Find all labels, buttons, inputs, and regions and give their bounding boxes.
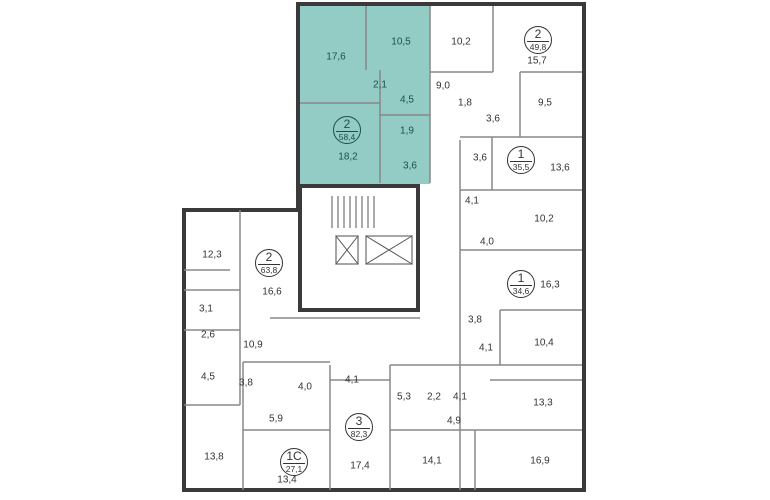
apartment-area: 27,1 <box>283 463 305 474</box>
apartment-area: 58,4 <box>336 131 358 142</box>
room-area: 3,6 <box>473 152 487 164</box>
room-area: 1,9 <box>400 125 414 137</box>
room-area: 13,6 <box>550 162 570 174</box>
apartment-area: 82,3 <box>348 428 370 439</box>
room-count: 1 <box>517 271 525 285</box>
room-area: 4,0 <box>480 236 494 248</box>
room-area: 15,7 <box>527 55 547 67</box>
apartment-area: 49,8 <box>527 41 549 52</box>
apartment-area: 35,5 <box>510 161 532 172</box>
room-area: 16,9 <box>530 455 550 467</box>
room-area: 2,6 <box>201 329 215 341</box>
room-area: 9,5 <box>538 97 552 109</box>
room-area: 10,5 <box>391 36 411 48</box>
room-area: 3,1 <box>199 303 213 315</box>
inner-walls <box>184 6 582 490</box>
room-area: 18,2 <box>338 151 358 163</box>
room-area: 4,9 <box>447 415 461 427</box>
room-area: 17,4 <box>350 460 370 472</box>
highlighted-apartment-fill[interactable] <box>300 6 430 184</box>
room-count: 2 <box>343 117 351 131</box>
room-area: 13,4 <box>277 474 297 486</box>
room-area: 2,2 <box>427 391 441 403</box>
room-area: 14,1 <box>422 455 442 467</box>
room-area: 3,6 <box>486 113 500 125</box>
room-area: 13,3 <box>533 397 553 409</box>
room-area: 10,9 <box>243 339 263 351</box>
room-area: 4,5 <box>400 94 414 106</box>
room-count: 2 <box>534 27 542 41</box>
room-count: 1С <box>286 449 302 463</box>
room-area: 1,8 <box>458 97 472 109</box>
room-area: 9,0 <box>436 80 450 92</box>
room-area: 3,6 <box>403 160 417 172</box>
room-area: 10,4 <box>534 337 554 349</box>
apartment-area: 63,8 <box>258 264 280 275</box>
room-area: 3,8 <box>239 377 253 389</box>
room-area: 4,1 <box>465 195 479 207</box>
room-area: 2,1 <box>373 79 387 91</box>
room-area: 16,3 <box>540 279 560 291</box>
apartment-area: 34,6 <box>510 285 532 296</box>
room-area: 10,2 <box>451 36 471 48</box>
room-count: 2 <box>265 250 273 264</box>
room-area: 4,1 <box>479 342 493 354</box>
room-count: 3 <box>355 414 363 428</box>
room-area: 4,1 <box>345 374 359 386</box>
room-area: 3,8 <box>468 314 482 326</box>
room-area: 10,2 <box>534 213 554 225</box>
room-area: 17,6 <box>326 51 346 63</box>
room-area: 16,6 <box>262 286 282 298</box>
room-area: 12,3 <box>202 249 222 261</box>
room-area: 4,0 <box>298 381 312 393</box>
room-area: 4,5 <box>201 371 215 383</box>
room-area: 5,9 <box>269 413 283 425</box>
stair-steps <box>331 196 413 265</box>
room-count: 1 <box>517 147 525 161</box>
room-area: 5,3 <box>397 391 411 403</box>
room-area: 4,1 <box>453 391 467 403</box>
room-area: 13,8 <box>204 451 224 463</box>
stair-core <box>298 184 420 312</box>
